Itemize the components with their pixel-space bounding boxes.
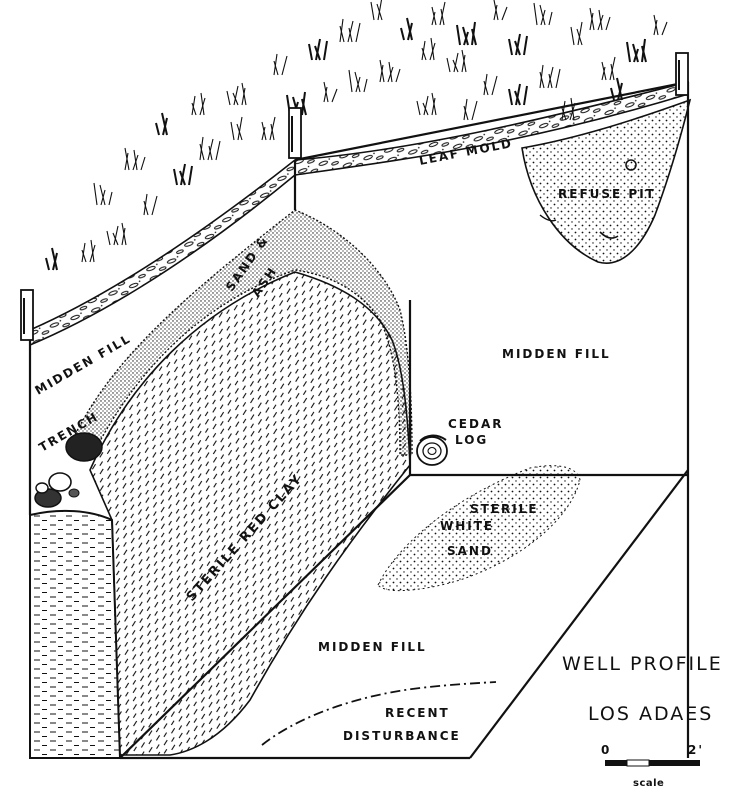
grass-tuft	[261, 116, 276, 141]
scale-end-label: 2'	[688, 743, 704, 757]
grass-tuft	[508, 83, 528, 106]
refuse-pit-fragment	[599, 231, 619, 239]
refuse-pit-object	[625, 159, 637, 171]
grass-tuft	[570, 21, 583, 46]
grass-tuft	[199, 136, 221, 161]
grass-tuft	[379, 59, 401, 83]
label-midden-fill-floor: MIDDEN FILL	[318, 640, 427, 654]
grass-tuft	[589, 7, 611, 31]
refuse-pit	[521, 98, 692, 264]
grass-tuft	[339, 18, 361, 43]
label-refuse-pit: REFUSE PIT	[558, 187, 656, 201]
grass-tuft	[143, 193, 158, 216]
stake-right	[675, 52, 689, 96]
label-midden-fill-right: MIDDEN FILL	[502, 347, 611, 361]
label-sterile: STERILE	[470, 502, 539, 516]
sterile-red-clay	[89, 271, 411, 756]
grass-tuft	[230, 116, 243, 141]
label-cedar: CEDAR	[448, 417, 504, 431]
grass-tuft	[456, 21, 477, 46]
grass-tuft	[463, 98, 478, 121]
title-los-adaes: LOS ADAES	[588, 703, 713, 725]
grass-tuft	[446, 49, 467, 73]
cedar-log	[416, 434, 448, 466]
grass-tuft	[533, 2, 553, 26]
recent-disturbance-line	[261, 681, 497, 746]
grass-tuft	[400, 17, 413, 41]
grass-tuft	[431, 1, 446, 26]
label-recent: RECENT	[385, 706, 450, 720]
scale-bar	[605, 759, 700, 767]
grass-tuft	[81, 239, 96, 263]
grass-tuft	[323, 81, 338, 103]
grass-tuft	[493, 0, 508, 21]
grass-tuft	[93, 182, 113, 206]
grass-tuft	[124, 147, 146, 171]
grass-tuft	[370, 0, 383, 21]
sand-ash-layer	[69, 209, 413, 462]
trench-base-block	[29, 509, 122, 759]
grass-tuft	[483, 73, 498, 96]
grass-tuft	[539, 64, 561, 89]
sterile-white-sand	[377, 465, 581, 592]
trench-stones	[34, 432, 103, 508]
grass-tuft	[653, 14, 668, 36]
scale-start-label: 0	[601, 743, 611, 757]
grass-tuft	[421, 37, 436, 61]
label-log: LOG	[455, 433, 488, 447]
grass-tuft	[226, 82, 247, 106]
grass-tuft	[106, 222, 127, 246]
grass-tuft	[508, 33, 528, 56]
grass-tuft	[273, 53, 288, 76]
label-disturbance: DISTURBANCE	[343, 729, 461, 743]
label-sand: SAND	[447, 544, 493, 558]
grass-tuft	[308, 38, 328, 61]
stake-middle	[288, 107, 302, 159]
grass-tuft	[416, 92, 437, 116]
grass-tuft	[173, 163, 193, 186]
scale-caption: scale	[633, 778, 664, 789]
grass-vegetation	[45, 0, 668, 271]
grass-tuft	[155, 112, 168, 136]
refuse-pit-fragment	[539, 214, 557, 222]
title-well-profile: WELL PROFILE	[562, 653, 723, 675]
label-white: WHITE	[440, 519, 494, 533]
grass-tuft	[45, 247, 58, 271]
grass-tuft	[626, 38, 647, 63]
grass-tuft	[601, 56, 616, 81]
grass-tuft	[348, 69, 368, 93]
stake-left	[20, 289, 34, 341]
grass-tuft	[191, 92, 206, 116]
